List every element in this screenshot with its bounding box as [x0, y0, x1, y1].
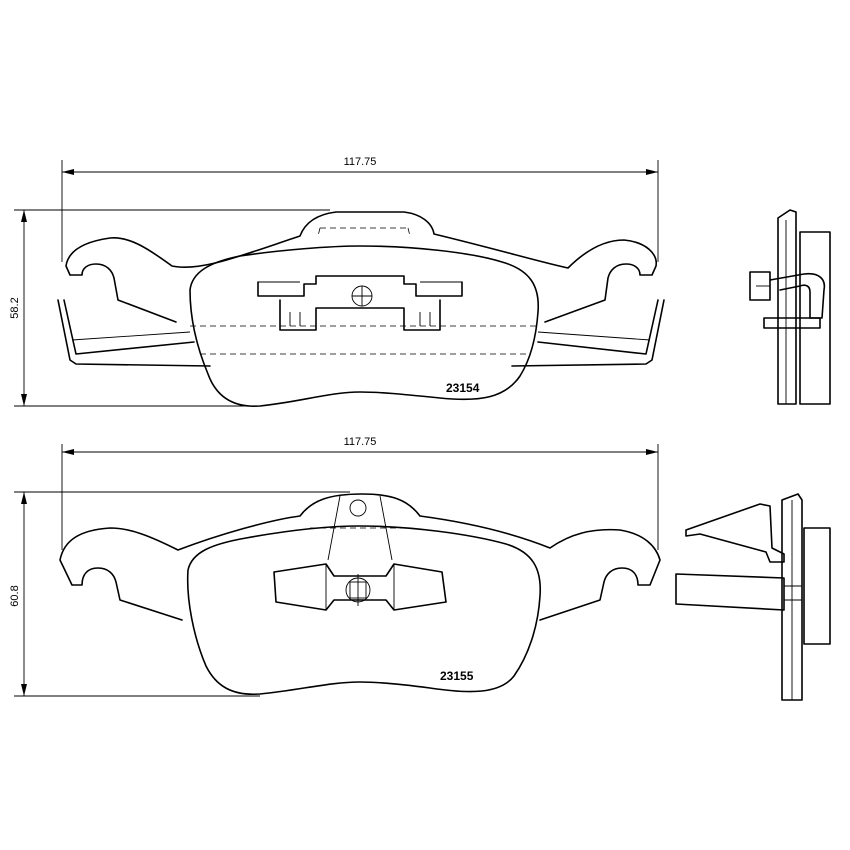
bottom-backing-plate — [59, 493, 661, 621]
top-backing-plate — [65, 211, 657, 323]
top-width-label: 117.75 — [344, 156, 377, 168]
top-part-number: 23154 — [446, 381, 480, 395]
top-height-label: 58.2 — [9, 297, 21, 318]
bottom-height-dimension: 60.8 — [9, 491, 350, 697]
bottom-friction-pad — [186, 525, 542, 696]
top-pad-side-view — [749, 209, 831, 405]
bottom-width-label: 117.75 — [344, 436, 377, 448]
bottom-pad-side-view — [675, 493, 831, 701]
bottom-pad-front-view: 117.75 60.8 23155 — [9, 436, 661, 697]
bottom-center-clip — [273, 563, 447, 611]
top-friction-pad — [189, 245, 540, 407]
top-pad-front-view: 117.75 58.2 — [9, 156, 665, 407]
top-wear-spring-right — [511, 299, 665, 367]
top-width-dimension: 117.75 — [61, 156, 659, 262]
top-height-dimension: 58.2 — [9, 209, 330, 407]
top-center-clip — [257, 275, 463, 331]
bottom-height-label: 60.8 — [9, 585, 21, 606]
bottom-part-number: 23155 — [440, 669, 474, 683]
top-wear-spring-left — [57, 299, 211, 367]
bottom-width-dimension: 117.75 — [61, 436, 659, 550]
bottom-boss-hole — [349, 499, 367, 517]
